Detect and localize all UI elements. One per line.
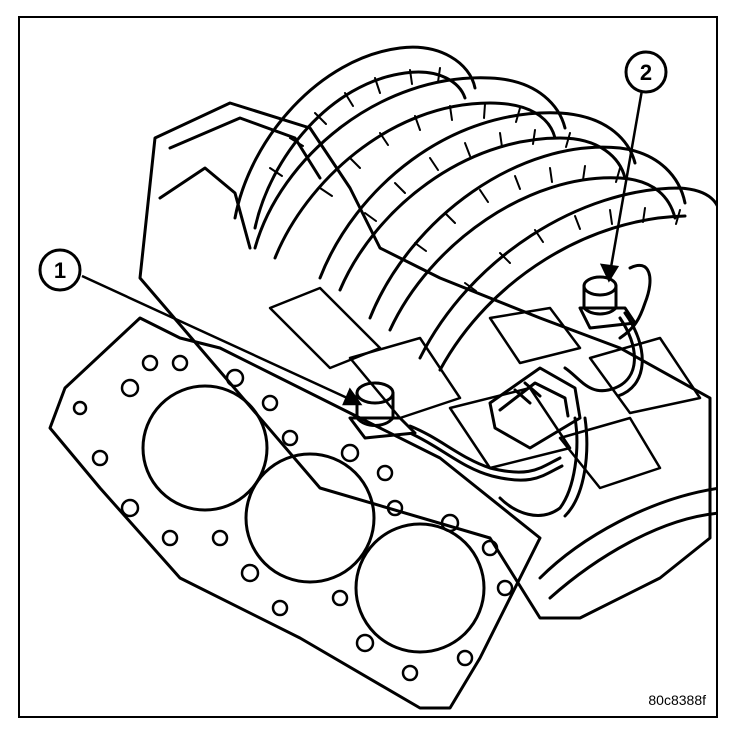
callout-1: 1 [38, 248, 82, 292]
figure-frame: 1 2 80c8388f [18, 16, 718, 718]
leader-line-1 [81, 274, 357, 404]
engine-block-outline [138, 101, 712, 620]
harness-connector [488, 366, 582, 450]
wiring-harness [408, 264, 652, 518]
figure-code: 80c8388f [648, 692, 706, 708]
leader-line-2 [608, 89, 644, 274]
intake-manifold-runners [233, 45, 716, 372]
engine-drawing: 1 2 [38, 45, 716, 710]
callout-2: 2 [624, 50, 668, 94]
callout-2-label: 2 [640, 60, 652, 85]
timing-cover [538, 487, 716, 600]
knock-sensor-2 [578, 275, 637, 330]
cylinder-head-gasket [48, 316, 542, 710]
callout-1-label: 1 [54, 258, 66, 283]
knock-sensor-1 [348, 381, 417, 440]
